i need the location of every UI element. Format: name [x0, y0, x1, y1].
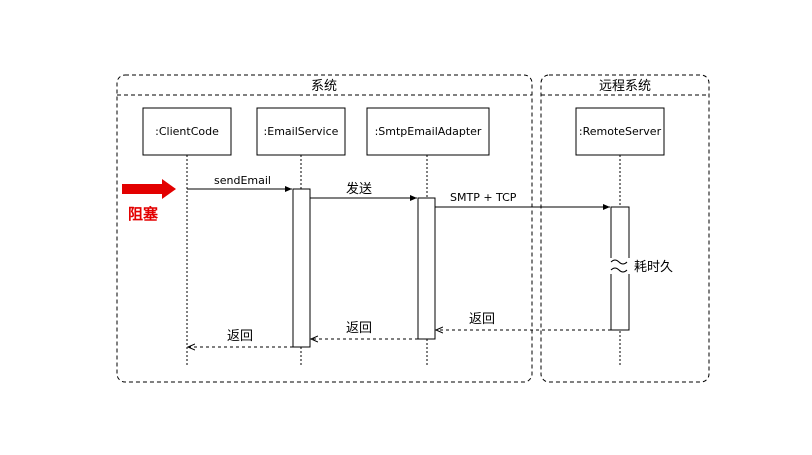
participant-remote-server-label: :RemoteServer	[579, 125, 662, 138]
time-consuming-label: 耗时久	[634, 260, 673, 275]
message-send-email: sendEmail	[187, 174, 292, 192]
participant-client-label: :ClientCode	[155, 125, 219, 138]
break-wave-icon	[610, 259, 628, 265]
participant-smtp-adapter: :SmtpEmailAdapter	[366, 107, 490, 156]
return-remote: 返回	[436, 312, 611, 330]
message-send-email-label: sendEmail	[214, 174, 271, 187]
activation-email-service	[292, 188, 311, 348]
participant-remote-server: :RemoteServer	[575, 107, 665, 156]
return-adapter: 返回	[311, 321, 418, 339]
return-remote-label: 返回	[469, 312, 495, 327]
blocking-indicator: 阻塞	[122, 179, 176, 223]
return-service-label: 返回	[227, 329, 253, 344]
return-adapter-label: 返回	[346, 321, 372, 336]
participant-smtp-adapter-label: :SmtpEmailAdapter	[375, 125, 482, 138]
remote-system-frame: 远程系统	[540, 74, 710, 383]
message-smtp-tcp-label: SMTP + TCP	[450, 191, 517, 204]
message-send: 发送	[310, 181, 417, 201]
blocking-label: 阻塞	[128, 205, 159, 223]
message-send-label: 发送	[346, 181, 372, 197]
remote-frame-title: 远程系统	[599, 79, 651, 94]
message-smtp-tcp: SMTP + TCP	[435, 191, 610, 210]
activation-smtp-adapter	[417, 197, 436, 340]
blocking-arrow-icon	[122, 179, 176, 199]
participant-email-service-label: :EmailService	[264, 125, 339, 138]
participant-client: :ClientCode	[142, 107, 232, 156]
participant-email-service: :EmailService	[256, 107, 346, 156]
return-service: 返回	[188, 329, 293, 347]
time-break-marker: 耗时久	[608, 258, 673, 275]
system-frame-title: 系统	[311, 79, 337, 94]
system-frame: 系统	[116, 74, 533, 383]
